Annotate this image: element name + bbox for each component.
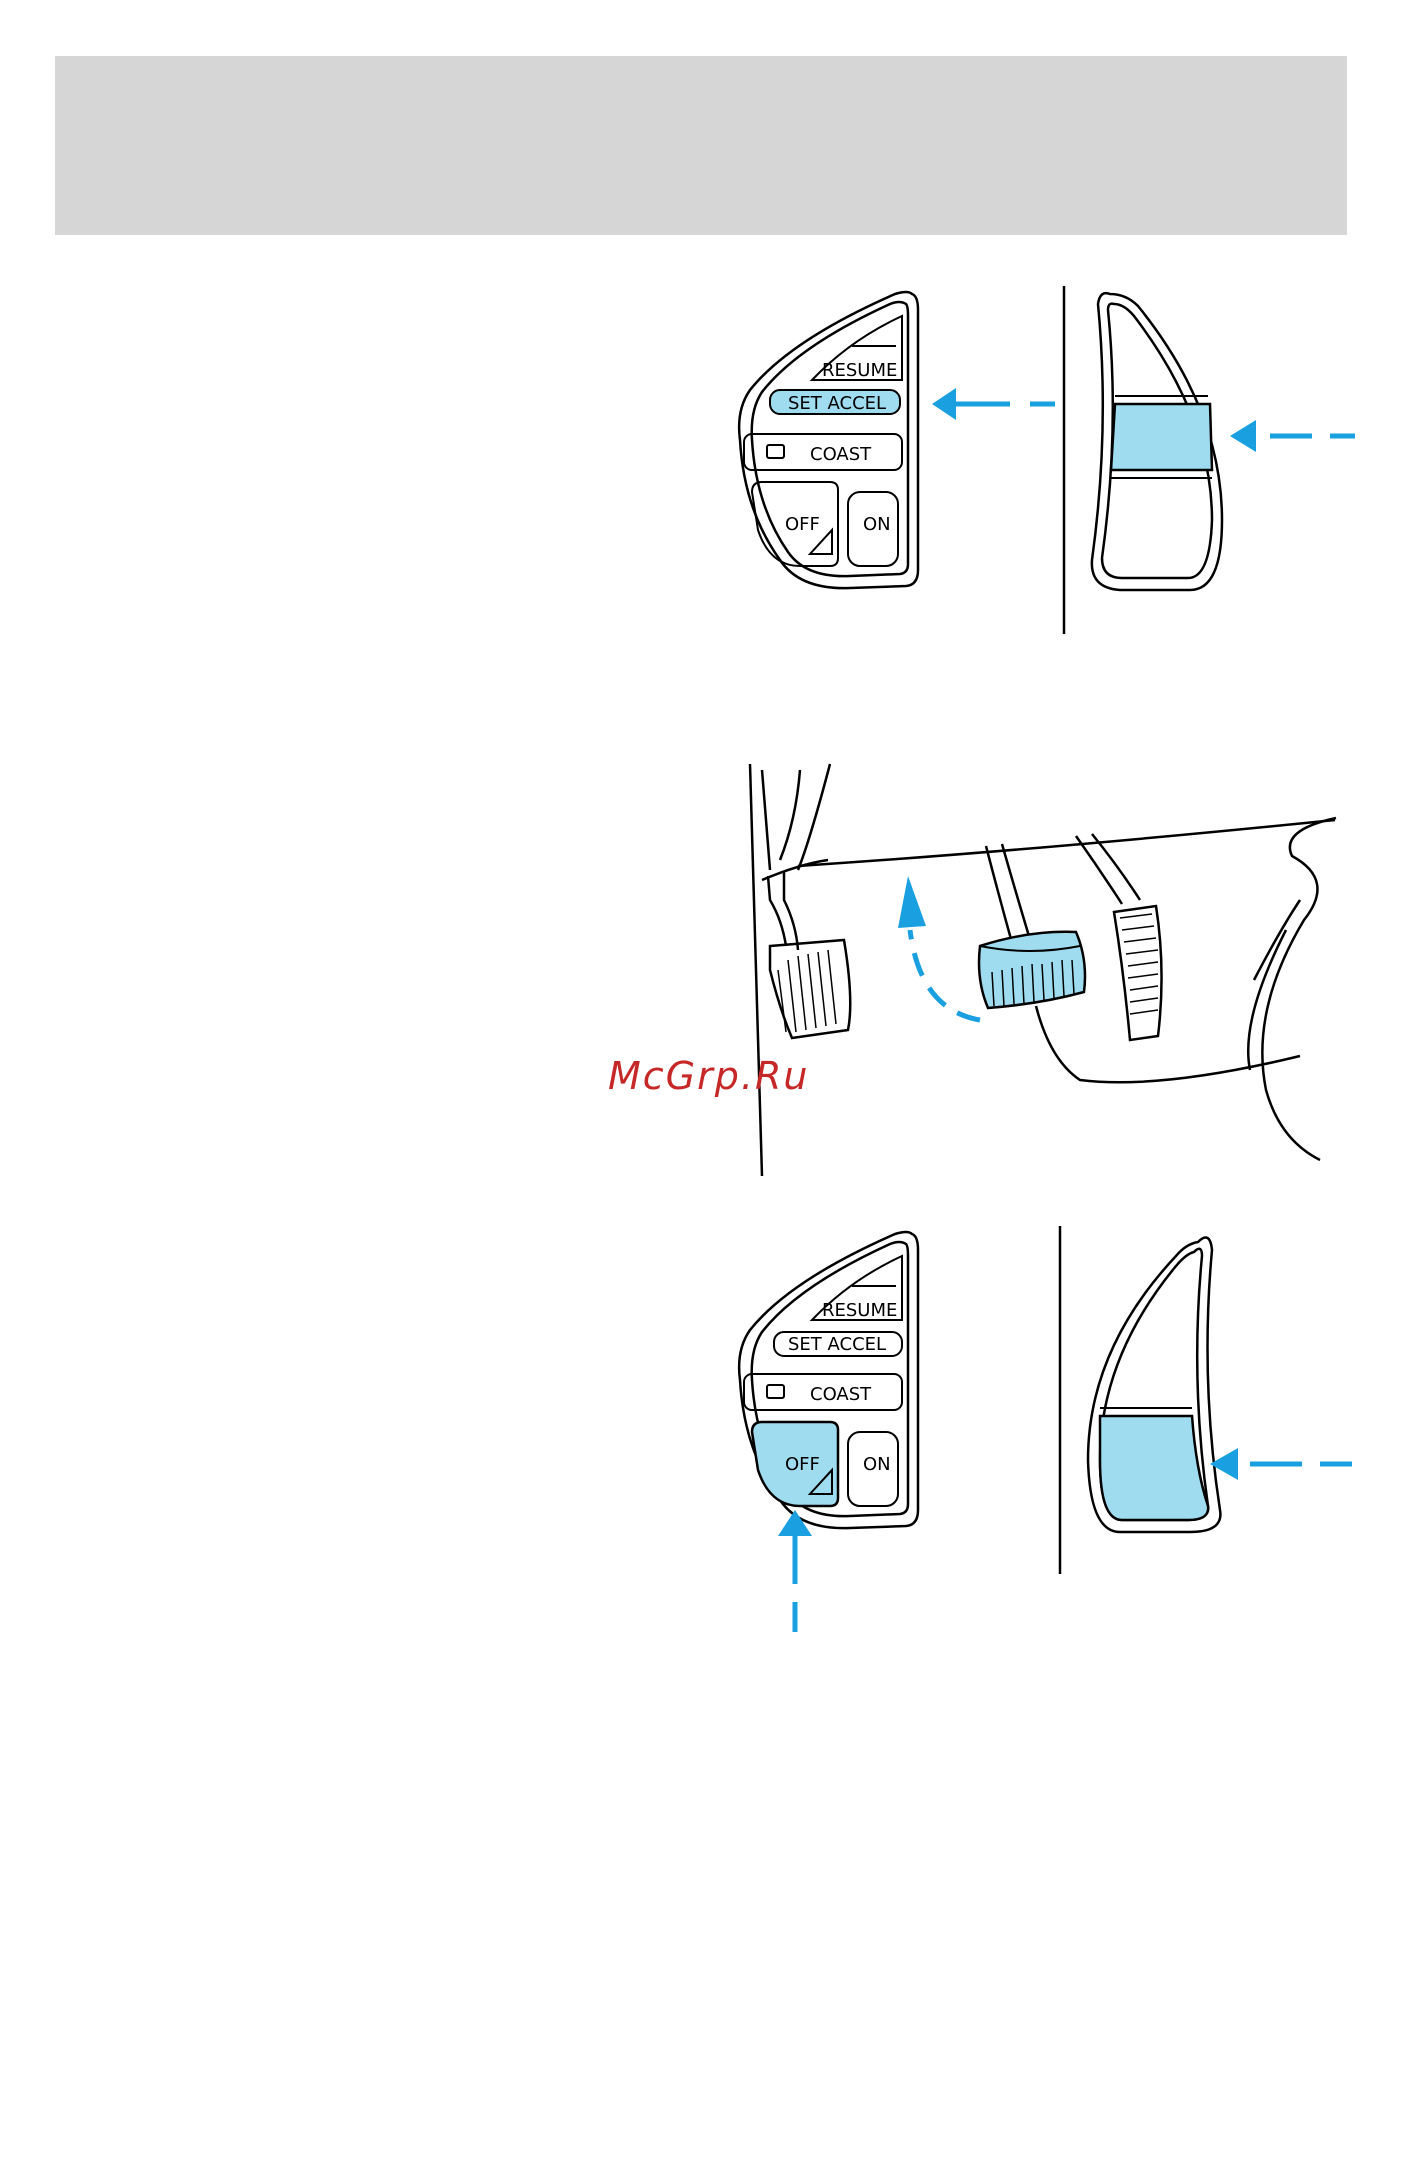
on-label: ON [863, 514, 891, 535]
set-accel-label: SET ACCEL [788, 1334, 886, 1355]
arrow-icon [932, 388, 1055, 420]
arrow-icon [1230, 420, 1355, 452]
off-label: OFF [785, 1454, 820, 1475]
on-label: ON [863, 1454, 891, 1475]
coast-label: COAST [810, 444, 872, 465]
header-band [55, 56, 1347, 235]
figure-off: RESUME SET ACCEL COAST OFF ON [730, 1220, 1360, 1640]
arrow-icon [898, 876, 980, 1020]
resume-label: RESUME [822, 360, 897, 381]
coast-label: COAST [810, 1384, 872, 1405]
figure-brake-pedal [740, 760, 1340, 1180]
rocker-highlight [1111, 404, 1212, 470]
watermark: McGrp.Ru [608, 1054, 809, 1098]
set-accel-label: SET ACCEL [788, 393, 886, 414]
arrow-icon [1210, 1448, 1352, 1480]
arrow-icon [778, 1510, 812, 1632]
rocker-highlight [1100, 1416, 1208, 1520]
figure-set-accel: RESUME SET ACCEL COAST OFF ON [730, 280, 1360, 640]
resume-label: RESUME [822, 1300, 897, 1321]
off-label: OFF [785, 514, 820, 535]
